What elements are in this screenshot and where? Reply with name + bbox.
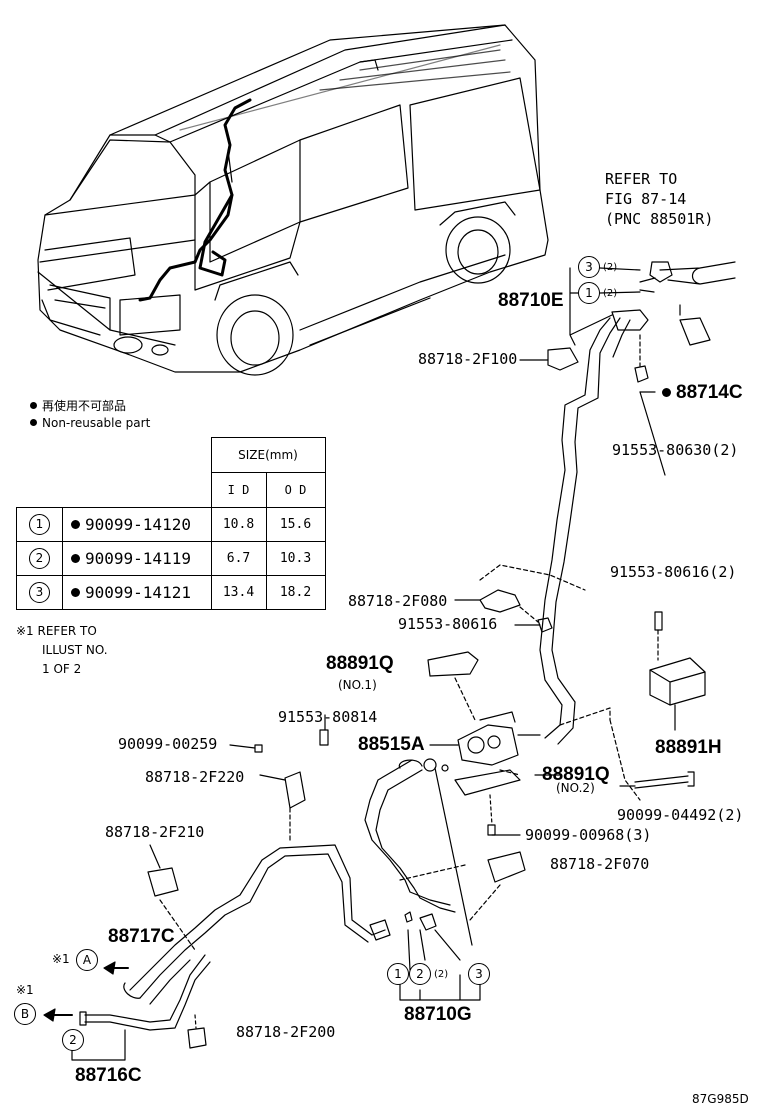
callout-2-lower: 2 [409,963,431,985]
label-91553-80630: 91553-80630(2) [612,441,739,459]
label-88718-2F100: 88718-2F100 [418,350,518,368]
callout-3-lower: 3 [468,963,490,985]
figure-code: 87G985D [692,1092,749,1106]
qty-upper-1: (2) [603,288,618,299]
note-line2: ILLUST NO. [42,643,108,657]
row-id: 6.7 [210,541,267,576]
callout-1-upper: 1 [578,282,600,304]
label-91553-80616-2: 91553-80616(2) [610,563,737,581]
row-od: 10.3 [265,541,326,576]
legend: 再使用不可部品 Non-reusable part [30,398,150,432]
row-id: 13.4 [210,575,267,610]
callout-1-lower: 1 [387,963,409,985]
note-line3: 1 OF 2 [42,662,82,676]
table-row: 1 90099-14120 10.8 15.6 [16,507,326,542]
legend-en-text: Non-reusable part [42,416,151,430]
legend-jp: 再使用不可部品 [30,398,150,415]
refer-line1: REFER TO [605,170,678,188]
qty-lower-2: (2) [434,969,449,980]
row-id: 10.8 [210,507,267,542]
label-88891Q-no2: 88891Q [542,764,610,785]
label-88718-2F210: 88718-2F210 [105,823,205,841]
note-line1: ※1 REFER TO [16,624,97,638]
non-reusable-dot [71,588,80,597]
label-88718-2F200: 88718-2F200 [236,1023,336,1041]
label-88710E: 88710E [498,290,564,311]
label-91553-80616: 91553-80616 [398,615,498,633]
non-reusable-dot [662,388,671,397]
ref-a-circle[interactable]: A [76,949,98,971]
row-od: 15.6 [265,507,326,542]
note-mark-a: ※1 [52,952,70,966]
label-88714C-text: 88714C [676,382,743,403]
reference-note: ※1 REFER TO ILLUST NO. 1 OF 2 [16,622,108,679]
row-key: 1 [29,514,50,535]
label-91553-80814: 91553-80814 [278,708,378,726]
row-key: 2 [29,548,50,569]
non-reusable-dot [71,520,80,529]
pipe-88717C [123,844,391,1005]
legend-jp-text: 再使用不可部品 [42,399,127,413]
label-88891Q-no2-note: (NO.2) [556,781,595,795]
label-88716C: 88716C [75,1065,142,1086]
callout-3-upper: 3 [578,256,600,278]
row-od: 18.2 [265,575,326,610]
pipe-88710E [539,309,649,745]
label-88891Q-no1-note: (NO.1) [338,678,377,692]
label-88718-2F220: 88718-2F220 [145,768,245,786]
ref-b-circle[interactable]: B [14,1003,36,1025]
label-88714C: 88714C [662,383,743,402]
label-90099-00968: 90099-00968(3) [525,826,652,844]
cooling-unit-88891H [649,657,706,706]
size-header: SIZE(mm) [210,437,326,473]
expansion-valve [457,724,519,766]
callout-2-88716C: 2 [62,1029,84,1051]
label-88718-2F080: 88718-2F080 [348,592,448,610]
rear-cooler-pipe [659,261,736,285]
label-90099-04492: 90099-04492(2) [617,806,744,824]
id-header: I D [210,472,267,508]
pipe-88710G [364,759,456,931]
van-illustration [37,24,549,376]
label-90099-00259: 90099-00259 [118,735,218,753]
label-88710G: 88710G [404,1004,472,1025]
label-88718-2F070: 88718-2F070 [550,855,650,873]
row-key: 3 [29,582,50,603]
od-header: O D [265,472,326,508]
label-88515A: 88515A [358,734,425,755]
row-part: 90099-14121 [85,583,191,602]
refer-line3: (PNC 88501R) [605,210,714,228]
label-88891H: 88891H [655,737,722,758]
legend-dot-icon [30,419,37,426]
table-row: 2 90099-14119 6.7 10.3 [16,541,326,576]
cap-88714C [679,317,711,346]
qty-upper-3: (2) [603,262,618,273]
pipe-88716C [79,954,211,1031]
o-ring-size-table: SIZE(mm) I D O D 1 90099-14120 10.8 15.6… [16,437,326,610]
table-row: 3 90099-14121 13.4 18.2 [16,575,326,610]
clamp-88718-2F100 [547,347,579,371]
note-mark-b: ※1 [16,983,34,997]
label-88717C: 88717C [108,926,175,947]
row-part: 90099-14120 [85,515,191,534]
legend-en: Non-reusable part [30,415,150,432]
non-reusable-dot [71,554,80,563]
legend-dot-icon [30,402,37,409]
refer-line2: FIG 87-14 [605,190,687,208]
label-88891Q-no1: 88891Q [326,653,394,674]
row-part: 90099-14119 [85,549,191,568]
